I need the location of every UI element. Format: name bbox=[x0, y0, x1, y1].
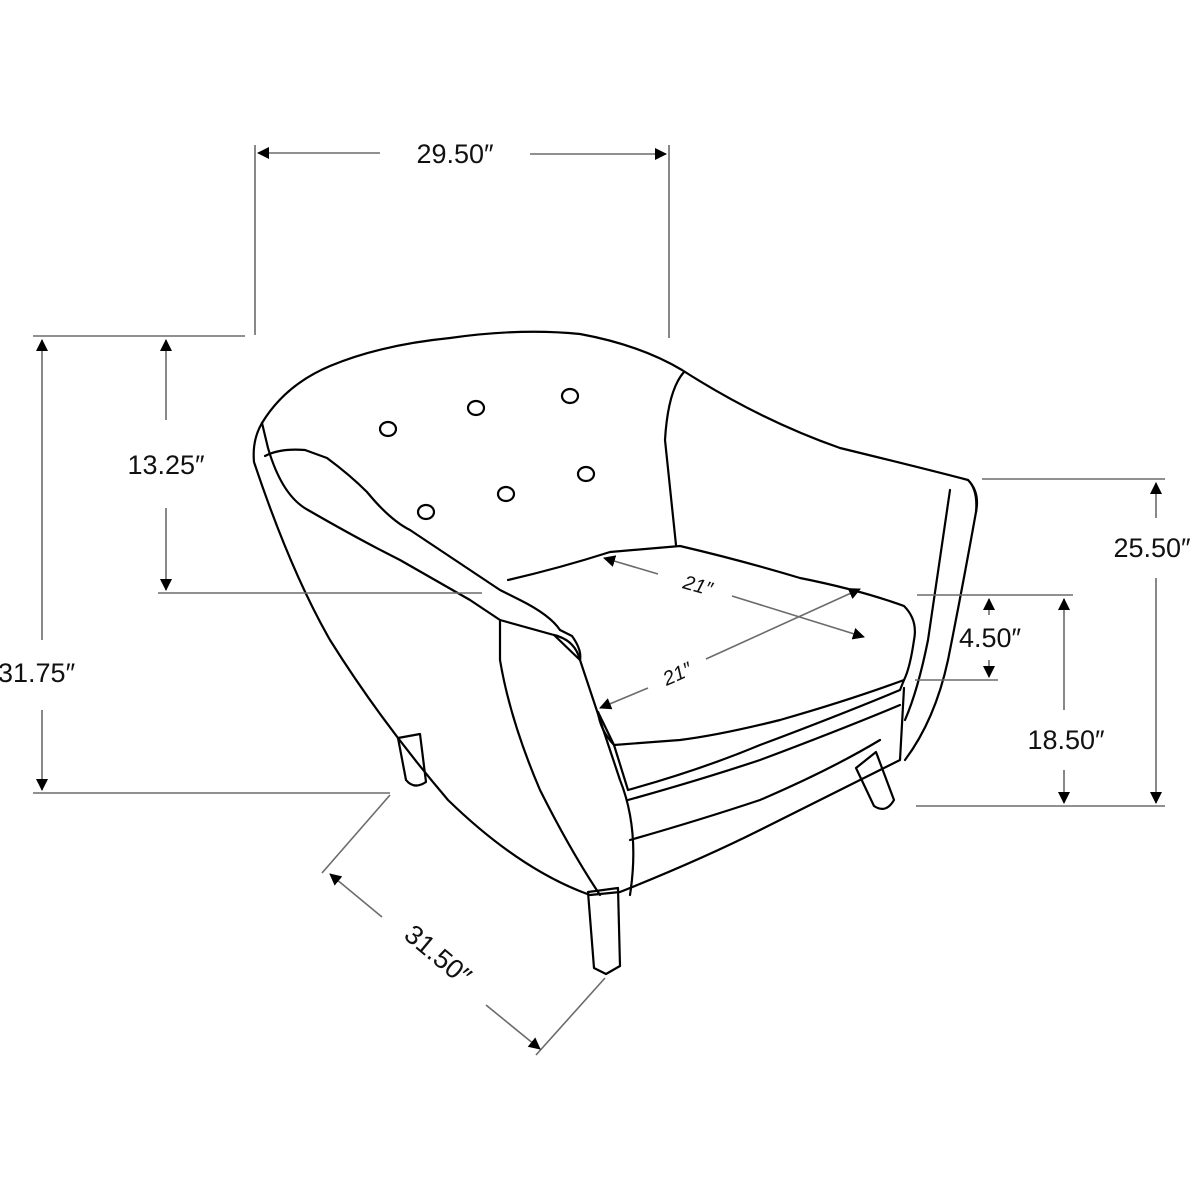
dimension-cushion-thickness: 4.50″ bbox=[915, 598, 1022, 681]
left-arm-top bbox=[263, 448, 582, 662]
label-seat-depth: 21″ bbox=[659, 658, 696, 691]
dimension-back-height: 13.25″ bbox=[127, 339, 482, 594]
dimension-seat-width: 21″ bbox=[603, 555, 865, 640]
label-back-height: 13.25″ bbox=[127, 450, 205, 480]
chair-back-top bbox=[260, 330, 979, 514]
label-seat-width: 21″ bbox=[680, 571, 716, 601]
label-arm-height: 25.50″ bbox=[1113, 533, 1191, 563]
right-arm bbox=[903, 478, 978, 762]
leg-front bbox=[586, 886, 622, 976]
label-overall-width: 29.50″ bbox=[416, 139, 494, 169]
tufted-buttons bbox=[378, 387, 596, 521]
left-arm-front-top bbox=[498, 618, 582, 662]
button-icon bbox=[576, 465, 596, 483]
button-icon bbox=[378, 420, 398, 438]
dimension-seat-depth: 21″ bbox=[599, 588, 861, 710]
chair-outer-shell bbox=[252, 421, 906, 897]
leg-right bbox=[854, 750, 896, 811]
dimension-seat-height: 18.50″ bbox=[917, 594, 1105, 804]
button-icon bbox=[466, 399, 486, 417]
left-arm-outer-edge bbox=[498, 658, 602, 897]
left-arm-inner bbox=[260, 421, 502, 622]
back-seam-right bbox=[663, 370, 686, 547]
button-icon bbox=[416, 503, 436, 521]
label-overall-height: 31.75″ bbox=[0, 658, 76, 688]
label-overall-depth: 31.50″ bbox=[399, 919, 478, 992]
label-seat-height: 18.50″ bbox=[1027, 725, 1105, 755]
chair-illustration bbox=[252, 330, 979, 976]
button-icon bbox=[560, 387, 580, 405]
dimension-arm-height: 25.50″ bbox=[916, 478, 1191, 807]
dimension-overall-height: 31.75″ bbox=[0, 335, 390, 794]
seat-front-panel bbox=[626, 703, 902, 842]
seat-cushion-front bbox=[596, 678, 906, 792]
seat-cushion-top bbox=[506, 544, 916, 747]
button-icon bbox=[496, 485, 516, 503]
left-arm-front-face bbox=[498, 618, 635, 897]
dimension-overall-width: 29.50″ bbox=[254, 139, 670, 338]
label-cushion-thickness: 4.50″ bbox=[959, 623, 1022, 653]
